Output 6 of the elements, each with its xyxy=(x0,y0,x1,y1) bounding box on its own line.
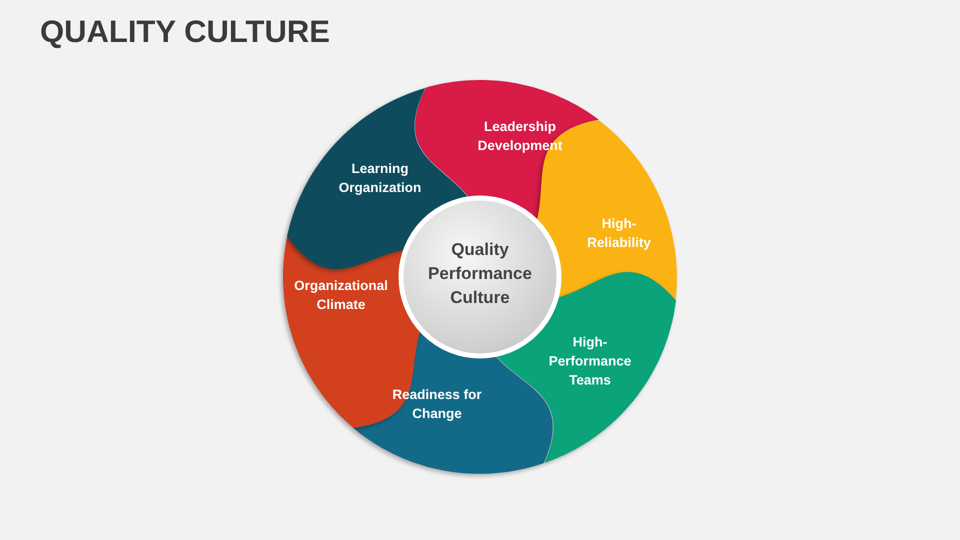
center-label: Quality Performance Culture xyxy=(427,239,533,309)
segment-label: High-Performance Teams xyxy=(548,333,632,390)
segment-label: Organizational Climate xyxy=(293,276,389,314)
title: QUALITY CULTURE xyxy=(40,14,330,50)
segment-label: Learning Organization xyxy=(338,160,422,197)
segment-label: High-Reliability xyxy=(586,214,652,252)
